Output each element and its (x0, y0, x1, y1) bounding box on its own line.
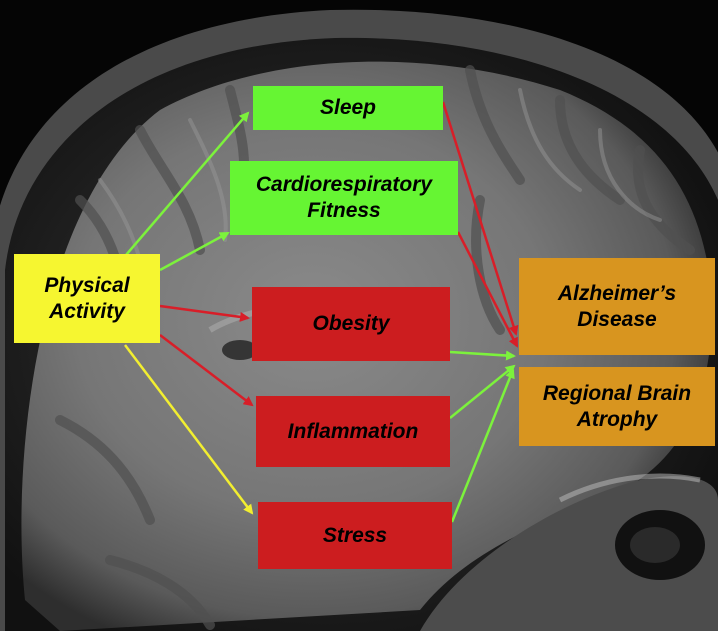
arrow-activity-to-sleep (120, 113, 248, 262)
arrow-activity-to-inflammation (160, 335, 252, 405)
stress-label: Stress (323, 523, 387, 549)
inflammation-label: Inflammation (288, 419, 419, 445)
alzheimers-disease-box: Alzheimer’s Disease (519, 258, 715, 355)
arrow-activity-to-fitness (160, 233, 228, 270)
alzheimers-disease-label: Alzheimer’s Disease (558, 281, 676, 333)
arrow-activity-to-stress (125, 345, 252, 513)
physical-activity-box: Physical Activity (14, 254, 160, 343)
inflammation-box: Inflammation (256, 396, 450, 467)
physical-activity-label: Physical Activity (44, 273, 129, 325)
regional-brain-atrophy-label: Regional Brain Atrophy (543, 381, 691, 433)
cardiorespiratory-fitness-label: Cardiorespiratory Fitness (256, 172, 432, 224)
arrow-activity-to-obesity (160, 306, 248, 318)
cardiorespiratory-fitness-box: Cardiorespiratory Fitness (230, 161, 458, 235)
obesity-label: Obesity (312, 311, 389, 337)
arrow-fitness-to-alzheimers (458, 232, 517, 346)
sleep-label: Sleep (320, 95, 376, 121)
stress-box: Stress (258, 502, 452, 569)
sleep-box: Sleep (253, 86, 443, 130)
regional-brain-atrophy-box: Regional Brain Atrophy (519, 367, 715, 446)
arrow-obesity-to-outcomes (450, 352, 514, 356)
obesity-box: Obesity (252, 287, 450, 361)
